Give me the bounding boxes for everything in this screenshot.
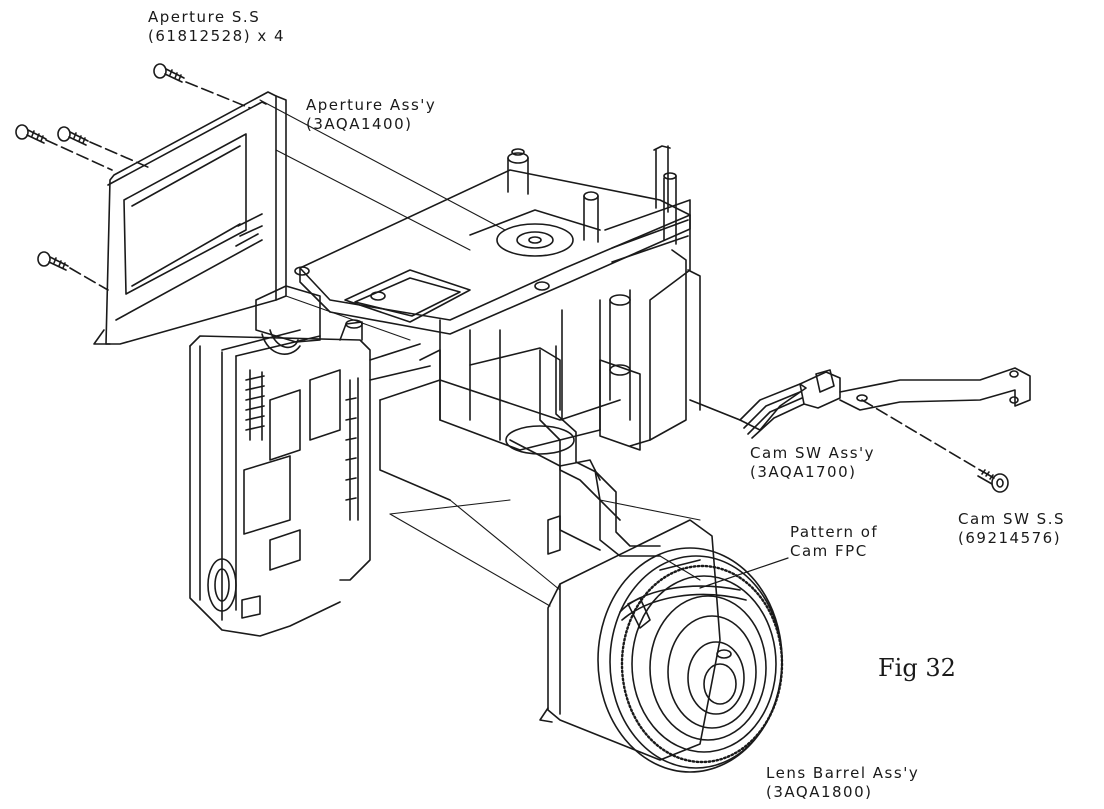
- figure-label: Fig 32: [878, 654, 956, 682]
- aperture-ss-label: Aperture S.S (61812528) x 4: [148, 8, 285, 46]
- aperture-ss-name: Aperture S.S: [148, 8, 261, 26]
- aperture-frame: [93, 91, 287, 345]
- pattern-cam-fpc-line1: Pattern of: [790, 523, 879, 541]
- aperture-assy-name: Aperture Ass'y: [306, 96, 437, 114]
- chassis-center: [379, 319, 621, 551]
- aperture-screws: [15, 63, 251, 291]
- cam-sw-ss-label: Cam SW S.S (69214576): [958, 510, 1065, 548]
- aperture-screw-4: [37, 251, 69, 271]
- aperture-ss-code: (61812528) x 4: [148, 27, 286, 45]
- lens-barrel-assy-code: (3AQA1800): [766, 783, 873, 801]
- leader-lines: [699, 557, 789, 589]
- cam-sw-assy-name: Cam SW Ass'y: [750, 444, 876, 462]
- cam-sw-assy-label: Cam SW Ass'y (3AQA1700): [750, 444, 875, 482]
- cam-sw-ss-code: (69214576): [958, 529, 1062, 547]
- cam-fpc: [539, 345, 661, 557]
- aperture-screw-3: [57, 126, 89, 146]
- pattern-cam-fpc-label: Pattern of Cam FPC: [790, 523, 878, 561]
- lens-barrel-assy-label: Lens Barrel Ass'y (3AQA1800): [766, 764, 919, 802]
- pattern-cam-fpc-line2: Cam FPC: [790, 542, 868, 560]
- chassis-right-side: [561, 199, 701, 451]
- aperture-assy-label: Aperture Ass'y (3AQA1400): [306, 96, 436, 134]
- aperture-assy-code: (3AQA1400): [306, 115, 413, 133]
- cam-sw-screw: [861, 399, 1009, 493]
- cam-sw-assy: [689, 367, 1031, 439]
- aperture-screw-1: [153, 63, 185, 83]
- chassis-left-section: [189, 285, 431, 637]
- lens-barrel: [539, 519, 784, 773]
- cam-sw-ss-name: Cam SW S.S: [958, 510, 1065, 528]
- lens-barrel-assy-name: Lens Barrel Ass'y: [766, 764, 920, 782]
- cam-sw-assy-code: (3AQA1700): [750, 463, 857, 481]
- chassis-posts: [507, 145, 677, 245]
- aperture-screw-2: [15, 124, 47, 144]
